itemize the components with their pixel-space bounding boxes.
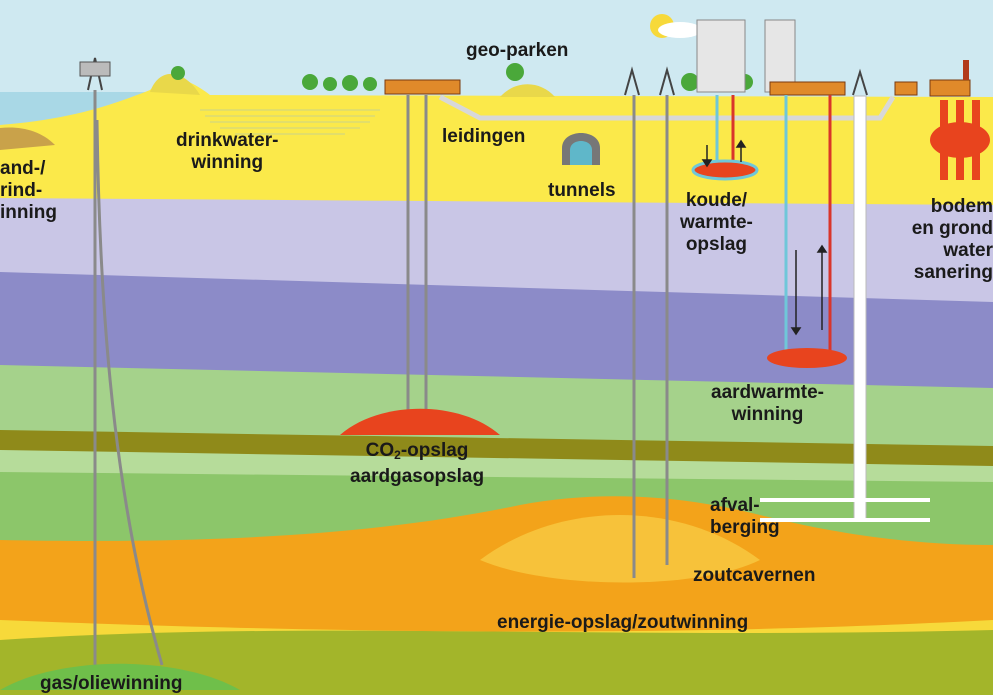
co2-suffix: -opslag [400, 440, 469, 461]
layer-purple [0, 270, 993, 388]
zand-grind-label: and-/rind-inning [0, 158, 57, 223]
co2-storage-dome [340, 408, 500, 435]
drinkwater-lens [200, 109, 380, 135]
contamination [930, 100, 990, 180]
tunnels-label: tunnels [548, 180, 616, 201]
drinkwater-label: drinkwater-winning [176, 130, 279, 173]
building-icon [696, 19, 796, 93]
co2-prefix: CO [365, 440, 395, 461]
co2-label: CO2-opslag aardgasopslag [350, 440, 485, 487]
offshore-platform [79, 61, 111, 77]
wells [93, 90, 832, 666]
layer-olive-bottom [0, 630, 993, 695]
aardwarmte-label: aardwarmte-winning [711, 382, 824, 425]
leidingen-label: leidingen [442, 126, 526, 147]
layer-dark-olive [0, 428, 993, 466]
afval-label: afval-berging [710, 495, 780, 538]
geothermal-reservoir [767, 348, 847, 368]
sun-icon [650, 14, 702, 38]
gas-oil-reservoir [0, 663, 240, 690]
geo-parken-label: geo-parken [466, 40, 569, 61]
co2-subscript: 2 [394, 448, 401, 462]
sand-gravel-pile [0, 127, 55, 150]
zoutcavernen-label: zoutcavernen [693, 565, 816, 586]
waste-shaft [853, 95, 867, 522]
layer-pale-orange-dome [480, 515, 760, 583]
pipeline [438, 94, 896, 121]
factory-icon [929, 60, 971, 97]
house-icon [384, 79, 918, 96]
cold-warm-storage [691, 159, 759, 181]
layer-light-green-2 [0, 448, 993, 482]
flow-arrows [701, 139, 828, 336]
energie-label: energie-opslag/zoutwinning [497, 612, 749, 633]
tunnel-icon [562, 133, 600, 165]
gasolie-label: gas/oliewinning [40, 673, 183, 694]
koude-warmte-label: koude/warmte-opslag [680, 190, 753, 255]
layer-mid-green [0, 470, 993, 545]
drilling-rig-icon [87, 57, 868, 96]
geo-park-hill [500, 84, 555, 97]
surface-hill [150, 73, 200, 95]
layer-lavender [0, 195, 993, 302]
